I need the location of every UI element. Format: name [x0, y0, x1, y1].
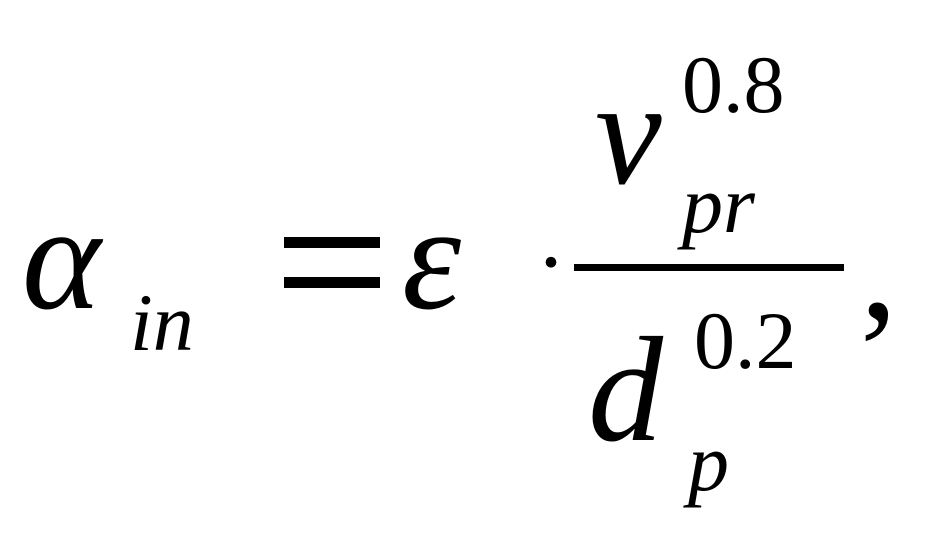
multiply-dot: · [536, 213, 566, 312]
numerator-base: v [595, 50, 662, 216]
trailing-comma: , [860, 185, 898, 351]
alpha-subscript: in [130, 277, 194, 368]
denominator-subscript: p [683, 417, 729, 508]
epsilon-symbol: ε [402, 175, 461, 341]
fraction-bar [574, 264, 844, 271]
equals-sign: = [284, 237, 380, 293]
alpha-symbol: α [22, 175, 104, 341]
numerator-subscript: pr [677, 159, 756, 250]
denominator-base: d [588, 307, 664, 473]
denominator-superscript: 0.2 [694, 295, 797, 386]
equals-glyph: = [284, 282, 290, 293]
numerator-superscript: 0.8 [682, 39, 785, 130]
